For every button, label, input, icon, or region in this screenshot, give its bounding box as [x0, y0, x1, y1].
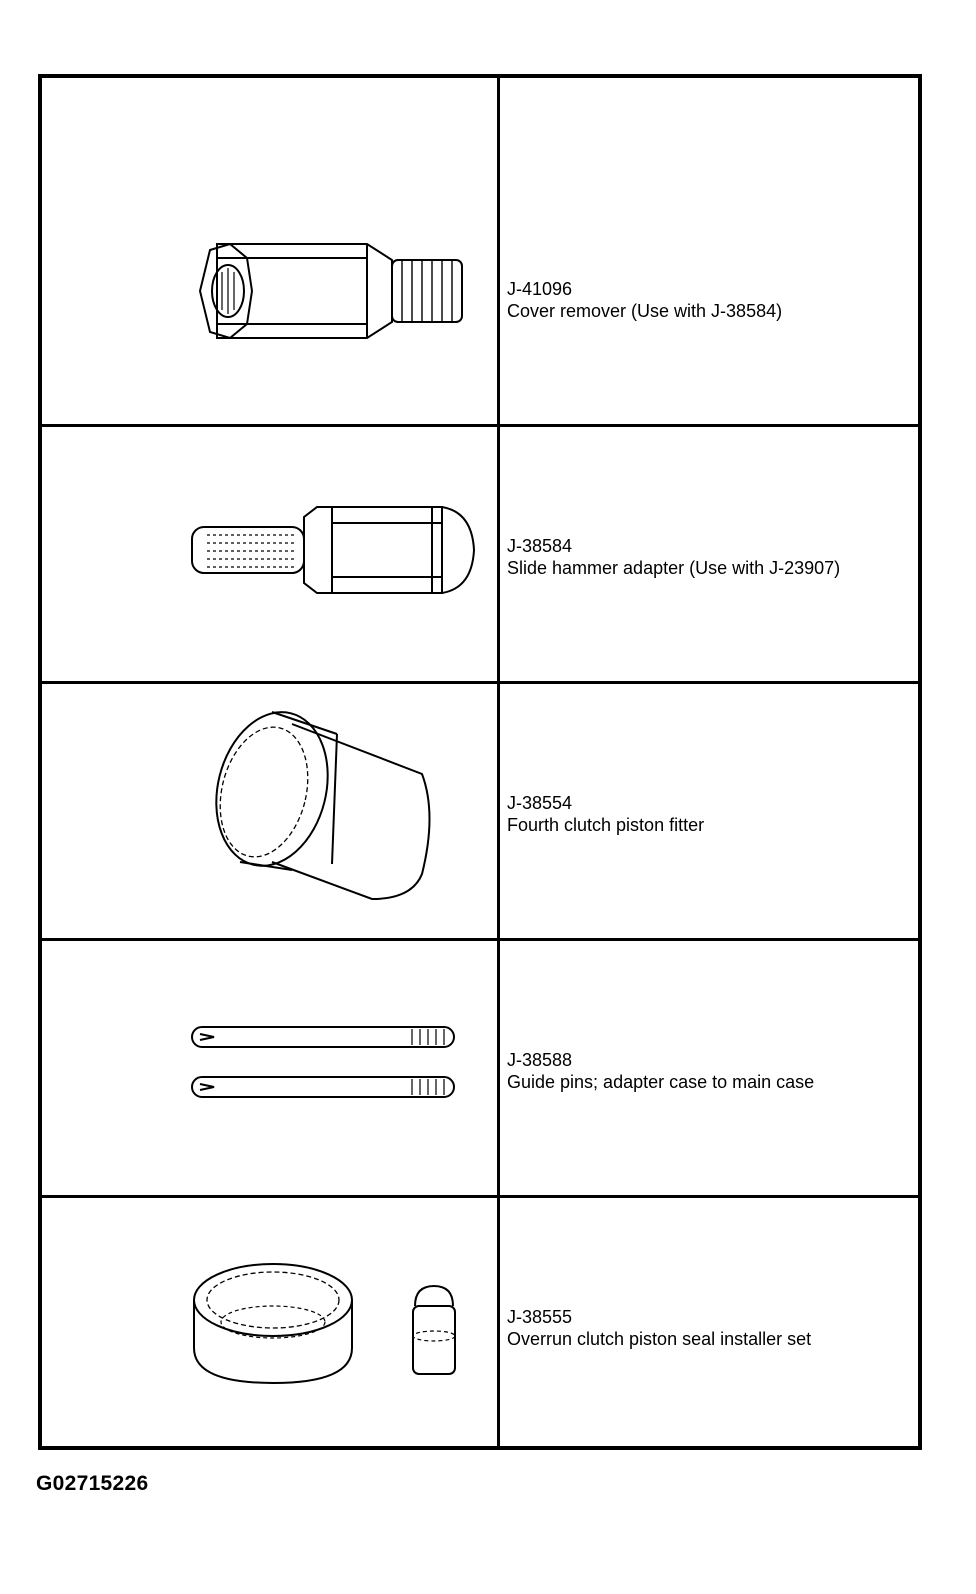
tool-description: J-38584 Slide hammer adapter (Use with J…: [507, 535, 840, 579]
tool-number: J-38584: [507, 536, 573, 556]
table-row: J-41096 Cover remover (Use with J-38584): [42, 188, 918, 424]
tool-description: J-38554 Fourth clutch piston fitter: [507, 792, 704, 836]
tool-illustration-cell: [42, 1198, 497, 1446]
tool-name: Fourth clutch piston fitter: [507, 815, 705, 835]
tool-name: Overrun clutch piston seal installer set: [507, 1329, 812, 1349]
slide-hammer-adapter-icon: [191, 506, 476, 594]
tool-illustration-cell: [42, 188, 497, 424]
tool-illustration-cell: [42, 941, 497, 1195]
tool-description: J-41096 Cover remover (Use with J-38584): [507, 278, 782, 322]
table-row: J-38554 Fourth clutch piston fitter: [42, 684, 918, 938]
row-divider: [42, 681, 918, 684]
tool-number: J-41096: [507, 279, 573, 299]
guide-pins-icon: [191, 1026, 455, 1098]
tool-name: Slide hammer adapter (Use with J-23907): [507, 558, 841, 578]
tool-number: J-38588: [507, 1050, 573, 1070]
row-divider: [42, 938, 918, 941]
figure-id: G02715226: [36, 1472, 149, 1495]
tool-name: Cover remover (Use with J-38584): [507, 301, 783, 321]
tool-illustration-cell: [42, 684, 497, 938]
row-divider: [42, 1195, 918, 1198]
tool-number: J-38554: [507, 793, 573, 813]
table-row: J-38584 Slide hammer adapter (Use with J…: [42, 427, 918, 681]
piston-fitter-icon: [215, 711, 431, 901]
tool-description: J-38588 Guide pins; adapter case to main…: [507, 1049, 814, 1093]
tool-number: J-38555: [507, 1307, 573, 1327]
tool-illustration-cell: [42, 427, 497, 681]
table-header-row: [42, 78, 918, 188]
cover-remover-icon: [198, 242, 463, 340]
seal-installer-set-icon: [193, 1263, 456, 1385]
special-tools-table: J-41096 Cover remover (Use with J-38584): [38, 74, 922, 1450]
column-divider: [497, 78, 500, 1446]
table-row: J-38588 Guide pins; adapter case to main…: [42, 941, 918, 1195]
table-row: J-38555 Overrun clutch piston seal insta…: [42, 1198, 918, 1446]
row-divider: [42, 424, 918, 427]
tool-name: Guide pins; adapter case to main case: [507, 1072, 815, 1092]
tool-description: J-38555 Overrun clutch piston seal insta…: [507, 1306, 811, 1350]
